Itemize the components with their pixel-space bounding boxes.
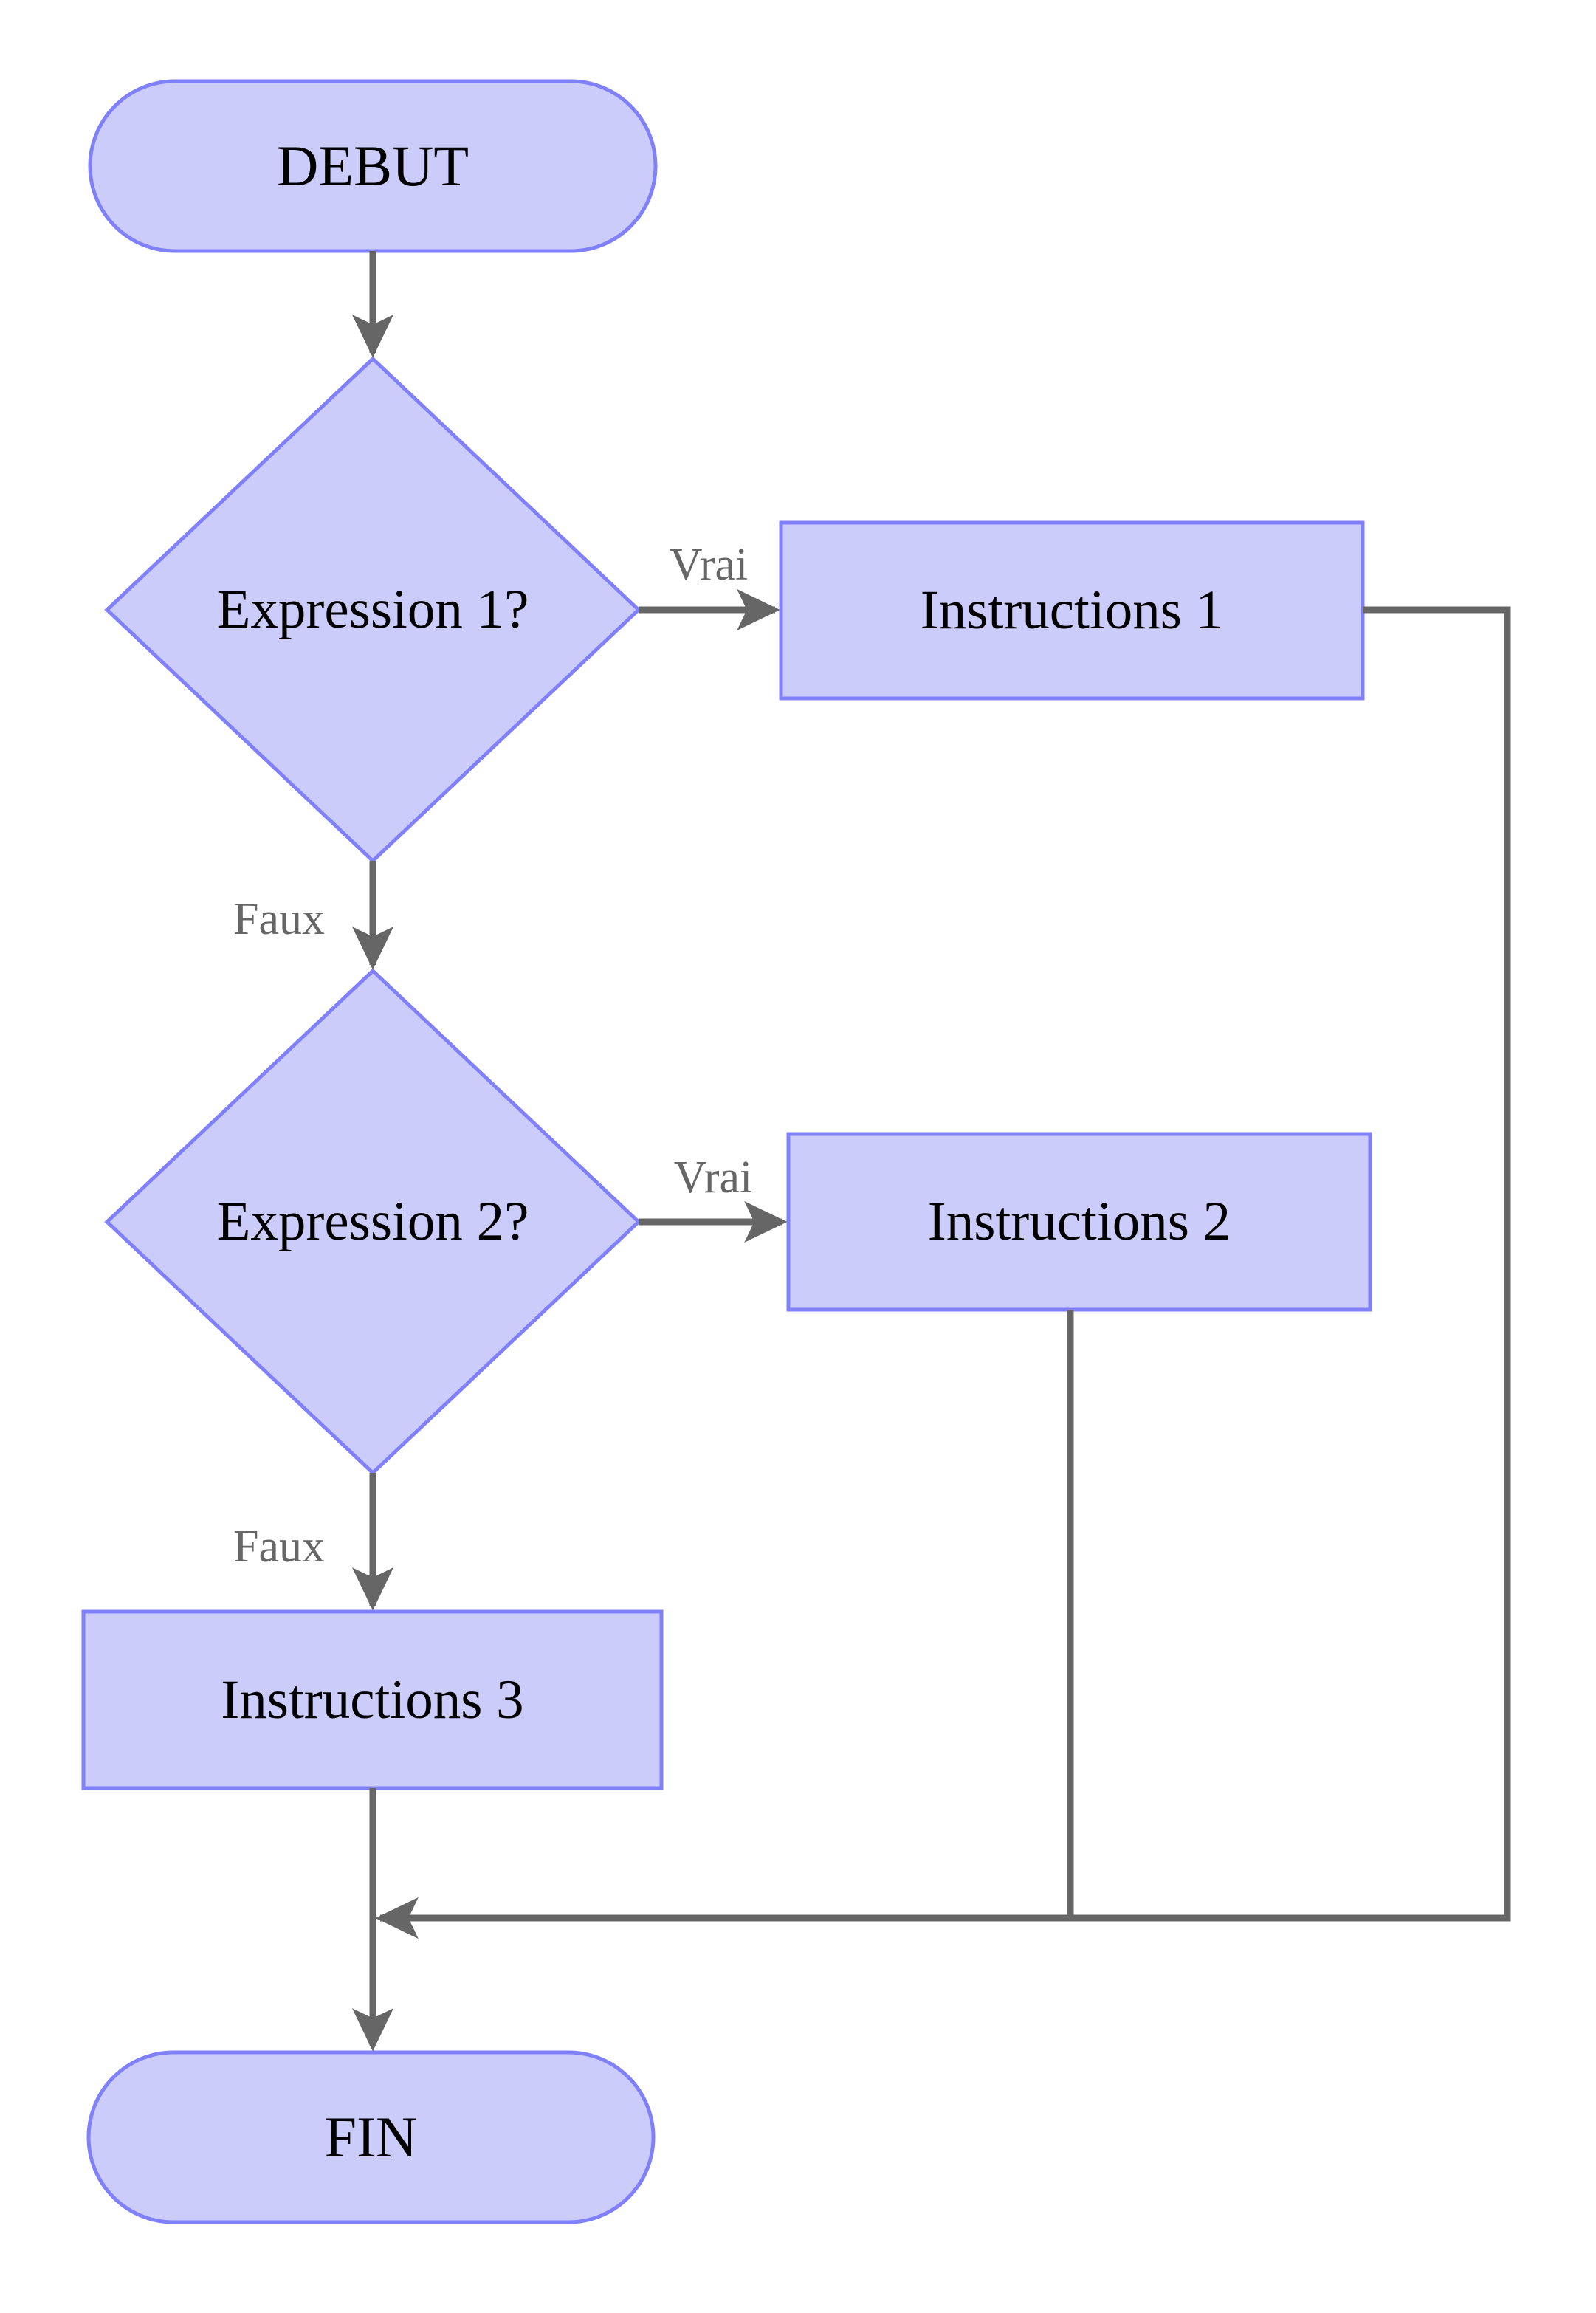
node-instructions2[interactable] xyxy=(788,1134,1370,1310)
node-debut[interactable] xyxy=(90,81,656,251)
node-instructions2-shape[interactable] xyxy=(786,1132,1372,1312)
node-instructions1-shape[interactable] xyxy=(779,520,1365,701)
node-fin-shape[interactable] xyxy=(86,2050,656,2224)
node-instructions1[interactable] xyxy=(781,523,1363,698)
edge-instructions1-to-merge xyxy=(375,606,1511,1939)
node-expression2[interactable] xyxy=(107,971,639,1473)
node-instructions3-shape[interactable] xyxy=(81,1609,664,1790)
node-expression1[interactable] xyxy=(107,359,639,861)
node-instructions3[interactable] xyxy=(83,1612,661,1788)
node-fin[interactable] xyxy=(89,2052,653,2222)
